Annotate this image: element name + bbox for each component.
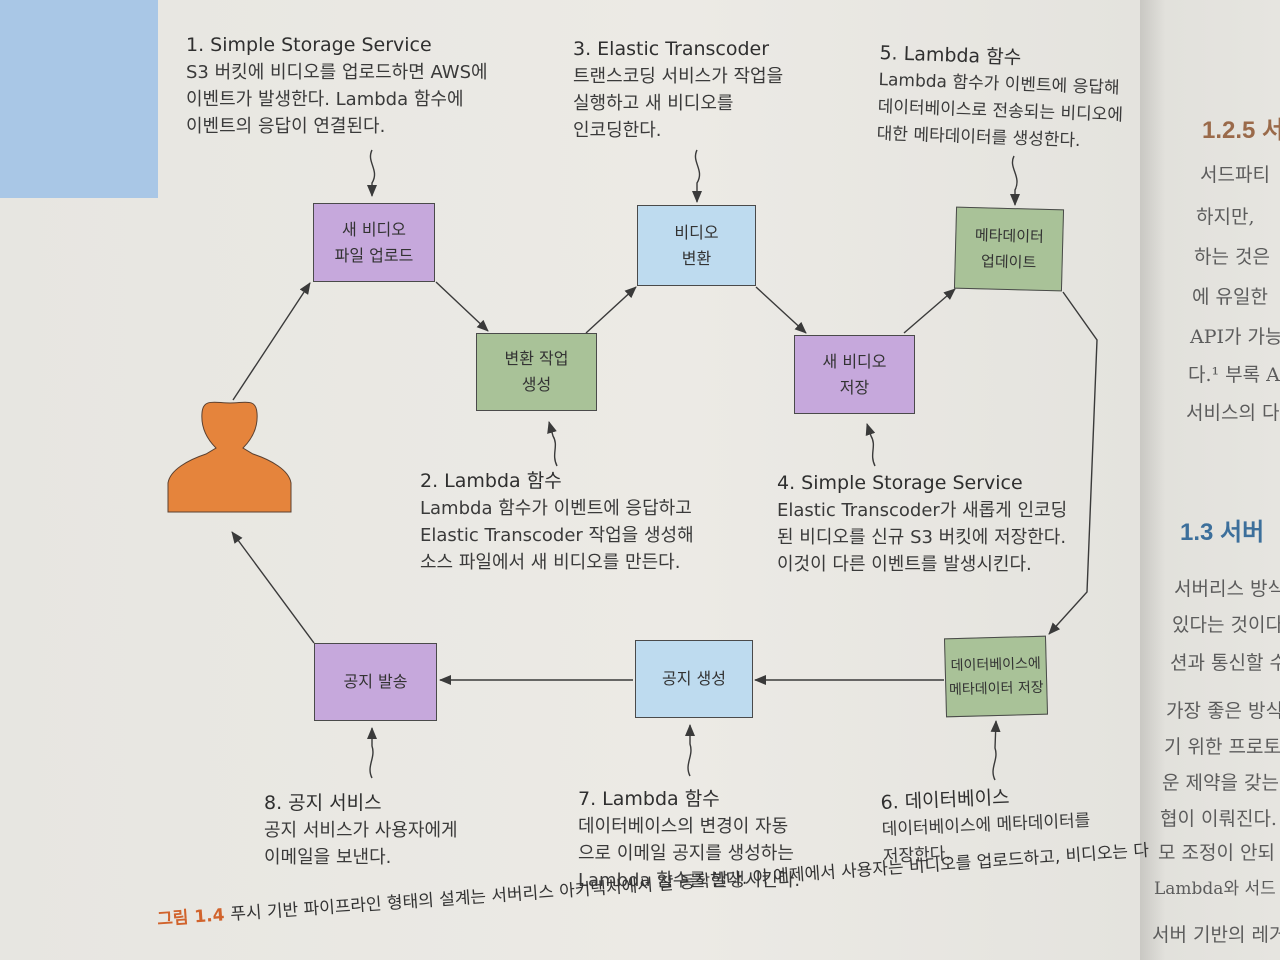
note-title: 3. Elastic Transcoder	[573, 38, 770, 60]
right-line: 에 유일한	[1192, 286, 1268, 308]
right-line: 가장 좋은 방식	[1166, 700, 1280, 722]
edge-upload-to-job	[435, 281, 489, 332]
note-3: 3. Elastic Transcoder 트랜스코딩 서비스가 작업을 실행하…	[573, 36, 783, 144]
note-1: 1. Simple Storage Service S3 버킷에 비디오를 업로…	[186, 32, 488, 140]
note-title: 1. Simple Storage Service	[186, 34, 432, 56]
callout-1	[367, 149, 377, 197]
callout-4	[865, 423, 876, 467]
right-line: 하지만,	[1196, 206, 1255, 228]
right-heading-1: 1.2.5 서	[1202, 117, 1280, 144]
right-line: 기 위한 프로토	[1164, 736, 1280, 758]
node-send-notification: 공지 발송	[314, 643, 437, 721]
right-line: 하는 것은	[1194, 246, 1270, 268]
note-8: 8. 공지 서비스 공지 서비스가 사용자에게 이메일을 보낸다.	[264, 790, 458, 871]
right-line: 서버 기반의 레거	[1152, 924, 1280, 946]
right-line: 서드파티	[1200, 164, 1270, 186]
person-silhouette-icon	[167, 401, 292, 513]
node-create-transcode-job: 변환 작업 생성	[476, 333, 597, 411]
note-body: 공지 서비스가 사용자에게 이메일을 보낸다.	[264, 820, 458, 868]
callout-2	[547, 421, 558, 467]
node-save-metadata-db: 데이터베이스에 메타데이터 저장	[943, 635, 1049, 718]
note-body: Elastic Transcoder가 새롭게 인코딩 된 비디오를 신규 S3…	[777, 500, 1068, 575]
note-4: 4. Simple Storage Service Elastic Transc…	[777, 470, 1067, 578]
right-line: 서비스의 다	[1186, 402, 1280, 424]
note-title: 7. Lambda 함수	[578, 788, 720, 810]
right-line: 있다는 것이다	[1172, 614, 1280, 636]
right-line: 모 조정이 안되	[1158, 842, 1275, 864]
book-page-right	[1140, 0, 1280, 960]
right-line: API가 가능	[1190, 326, 1280, 348]
node-transcode-video: 비디오 변환	[637, 205, 756, 286]
note-body: Lambda 함수가 이벤트에 응답해 데이터베이스로 전송되는 비디오에 대한…	[876, 69, 1124, 152]
edge-transcode-to-store	[755, 286, 807, 334]
edge-job-to-transcode	[585, 286, 637, 334]
callout-3	[692, 149, 702, 203]
note-body: Lambda 함수가 이벤트에 응답하고 Elastic Transcoder …	[420, 498, 694, 573]
note-body: 트랜스코딩 서비스가 작업을 실행하고 새 비디오를 인코딩한다.	[573, 66, 784, 141]
edge-user-to-upload	[232, 282, 311, 401]
callout-6	[990, 720, 1001, 781]
node-store-new-video: 새 비디오 저장	[794, 335, 915, 414]
edge-send-to-user	[231, 531, 315, 644]
note-body: 데이터베이스의 변경이 자동 으로 이메일 공지를 생성하는 Lambda 함수…	[578, 816, 801, 891]
node-upload-video: 새 비디오 파일 업로드	[313, 203, 435, 282]
right-line: 운 제약을 갖는	[1162, 772, 1279, 794]
callout-8	[367, 727, 377, 779]
node-update-metadata: 메타데이터 업데이트	[953, 206, 1065, 292]
page-color-tab	[0, 0, 158, 198]
right-line: 서버리스 방식	[1174, 578, 1280, 600]
note-5: 5. Lambda 함수 Lambda 함수가 이벤트에 응답해 데이터베이스로…	[876, 40, 1125, 156]
note-2: 2. Lambda 함수 Lambda 함수가 이벤트에 응답하고 Elasti…	[420, 468, 694, 576]
right-line: 션과 통신할 수	[1170, 652, 1280, 674]
right-line: 협이 이뤄진다.	[1160, 808, 1277, 830]
right-heading-2: 1.3 서버	[1180, 519, 1265, 546]
right-line: 다.¹ 부록 A	[1188, 364, 1280, 386]
edge-store-to-meta	[903, 288, 956, 334]
note-title: 8. 공지 서비스	[264, 792, 382, 814]
callout-5	[1010, 155, 1020, 206]
note-title: 4. Simple Storage Service	[777, 472, 1023, 494]
note-body: S3 버킷에 비디오를 업로드하면 AWS에 이벤트가 발생한다. Lambda…	[186, 62, 488, 137]
node-create-notification: 공지 생성	[635, 640, 753, 718]
right-line: Lambda와 서드	[1154, 879, 1276, 899]
note-7: 7. Lambda 함수 데이터베이스의 변경이 자동 으로 이메일 공지를 생…	[578, 786, 800, 894]
edge-meta-to-db	[1048, 291, 1098, 635]
note-title: 2. Lambda 함수	[420, 470, 562, 492]
callout-7	[685, 724, 695, 777]
